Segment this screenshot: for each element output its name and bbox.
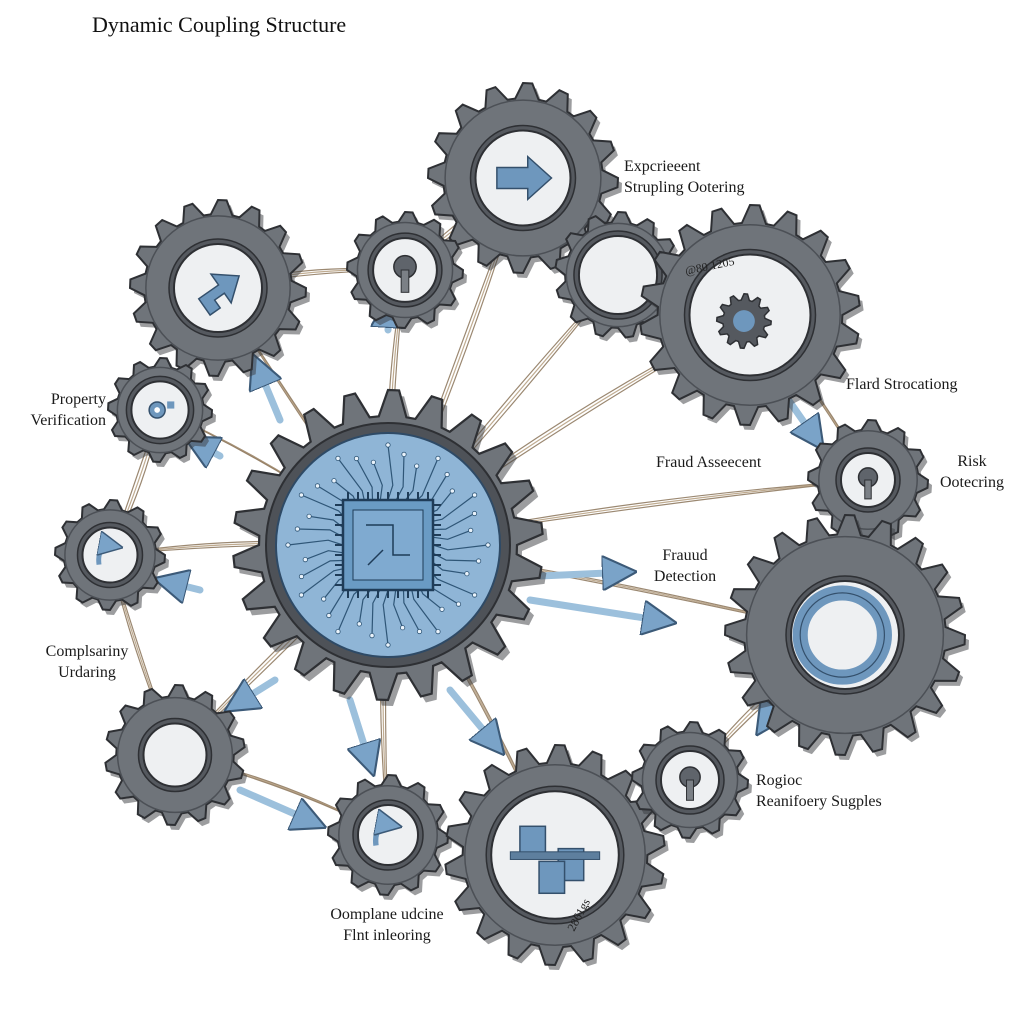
arrow-curve-icon xyxy=(96,546,119,565)
arrow-up-icon xyxy=(197,273,241,317)
gear-fraud-detect-large xyxy=(723,513,969,760)
knob-icon xyxy=(857,467,879,500)
gear-top-left xyxy=(128,198,310,381)
label-compliance-monitoring: Oomplane udcine Flnt inleoring xyxy=(330,906,444,944)
flow-arrow xyxy=(536,572,630,576)
gear-top-ring xyxy=(554,210,685,343)
label-fraud-structuring: Flard Strocationg xyxy=(846,376,958,393)
label-compliance: Complsariny Urdaring xyxy=(45,643,129,681)
label-experiment: Expcrieeent Strupling Ootering xyxy=(624,158,745,196)
gear-bottom-left xyxy=(104,683,249,830)
gear-property xyxy=(106,356,216,467)
flow-arrow xyxy=(160,580,204,590)
central-processor-gear xyxy=(232,388,548,706)
label-property-verification: Property Verification xyxy=(30,391,106,429)
flow-arrow xyxy=(255,360,284,424)
label-regulatory: Rogioc Reanifoery Sugples xyxy=(756,772,882,810)
arrow-right-icon xyxy=(496,154,553,202)
flow-arrow xyxy=(526,596,670,622)
knob-icon xyxy=(679,766,701,801)
gear-network xyxy=(53,81,969,970)
label-risk: Risk Ootecring xyxy=(940,453,1004,491)
gear-top-experiment xyxy=(426,81,622,278)
connection-arrows xyxy=(160,300,820,825)
diagram-title: Dynamic Coupling Structure xyxy=(92,12,347,37)
gear-regulatory xyxy=(630,720,752,843)
flow-arrow xyxy=(236,786,320,825)
gear-right-large xyxy=(639,203,864,430)
gear-left-mid xyxy=(53,498,169,615)
label-fraud-assessment: Fraud Asseecent xyxy=(656,454,762,471)
flow-arrow xyxy=(230,676,279,708)
gear-bottom-large xyxy=(444,743,669,970)
knob-icon xyxy=(393,254,417,293)
gear-top-small xyxy=(345,210,467,333)
arrow-curve-icon xyxy=(372,825,397,846)
chip-icon xyxy=(335,492,441,598)
blocks-icon xyxy=(509,825,601,895)
ring-icon xyxy=(792,585,892,685)
gear-bottom-small xyxy=(326,773,452,900)
flow-arrow xyxy=(346,696,372,770)
label-fraud-detection: Frauud Detection xyxy=(653,547,717,585)
flow-arrow xyxy=(760,715,770,730)
flow-arrow xyxy=(446,686,500,750)
mini-gear-icon xyxy=(715,293,772,350)
dot-icon xyxy=(148,401,175,419)
gear-risk xyxy=(806,418,932,545)
